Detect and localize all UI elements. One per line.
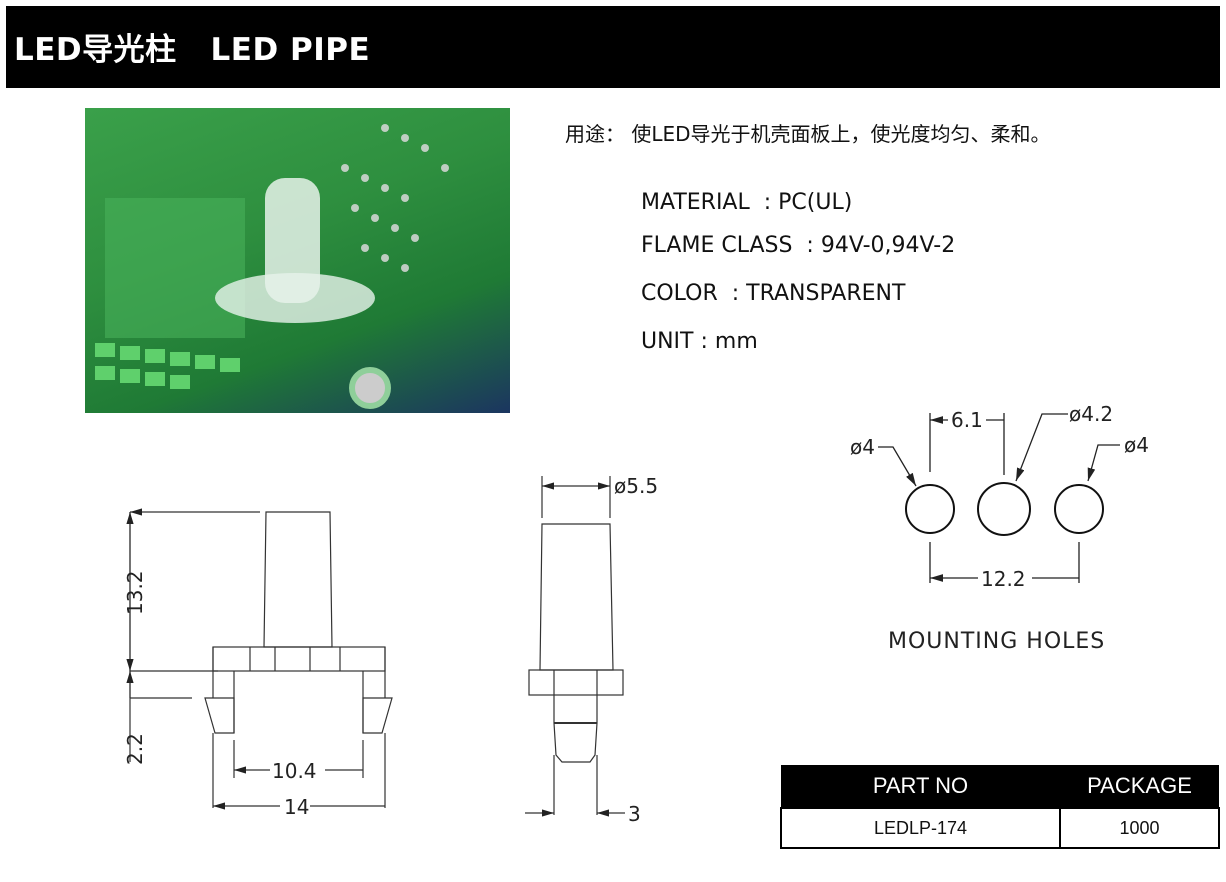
package-cell: 1000: [1059, 807, 1220, 849]
spec-unit: UNIT : mm: [641, 329, 758, 354]
part-table: PART NO PACKAGE LEDLP-174 1000: [780, 765, 1220, 849]
page-title: LED导光柱 LED PIPE: [14, 32, 371, 68]
pcb-photo-illustration: [95, 124, 449, 409]
mounting-holes-drawing: [905, 482, 1104, 536]
front-view: [130, 512, 393, 808]
dim-outer-width: 14: [284, 795, 309, 819]
dim-tip-width: 3: [628, 802, 641, 826]
dim-inner-width: 10.4: [272, 759, 317, 783]
dim-span: 12.2: [981, 567, 1026, 591]
dim-diameter-5-5: ø5.5: [614, 474, 658, 498]
part-no-cell: LEDLP-174: [780, 807, 1061, 849]
product-photo: [85, 108, 510, 413]
side-view: [525, 476, 625, 817]
usage-text: 用途： 使LED导光于机壳面板上，使光度均匀、柔和。: [565, 122, 1051, 146]
dim-pitch: 6.1: [951, 408, 983, 432]
dim-height-2-2: 2.2: [123, 733, 147, 765]
spec-flame-class: FLAME CLASS : 94V-0,94V-2: [641, 233, 956, 258]
dim-center-hole: ø4.2: [1069, 402, 1113, 426]
table-row: LEDLP-174 1000: [780, 807, 1220, 849]
dim-left-hole: ø4: [850, 435, 875, 459]
spec-material: MATERIAL : PC(UL): [641, 190, 853, 215]
header-package: PACKAGE: [1060, 765, 1219, 808]
mounting-holes-title: MOUNTING HOLES: [888, 629, 1105, 654]
spec-color: COLOR : TRANSPARENT: [641, 281, 906, 306]
dim-right-hole: ø4: [1124, 433, 1149, 457]
header-bar: LED导光柱 LED PIPE: [6, 6, 1220, 88]
header-part-no: PART NO: [781, 765, 1060, 808]
dim-height-13-2: 13.2: [123, 570, 147, 615]
